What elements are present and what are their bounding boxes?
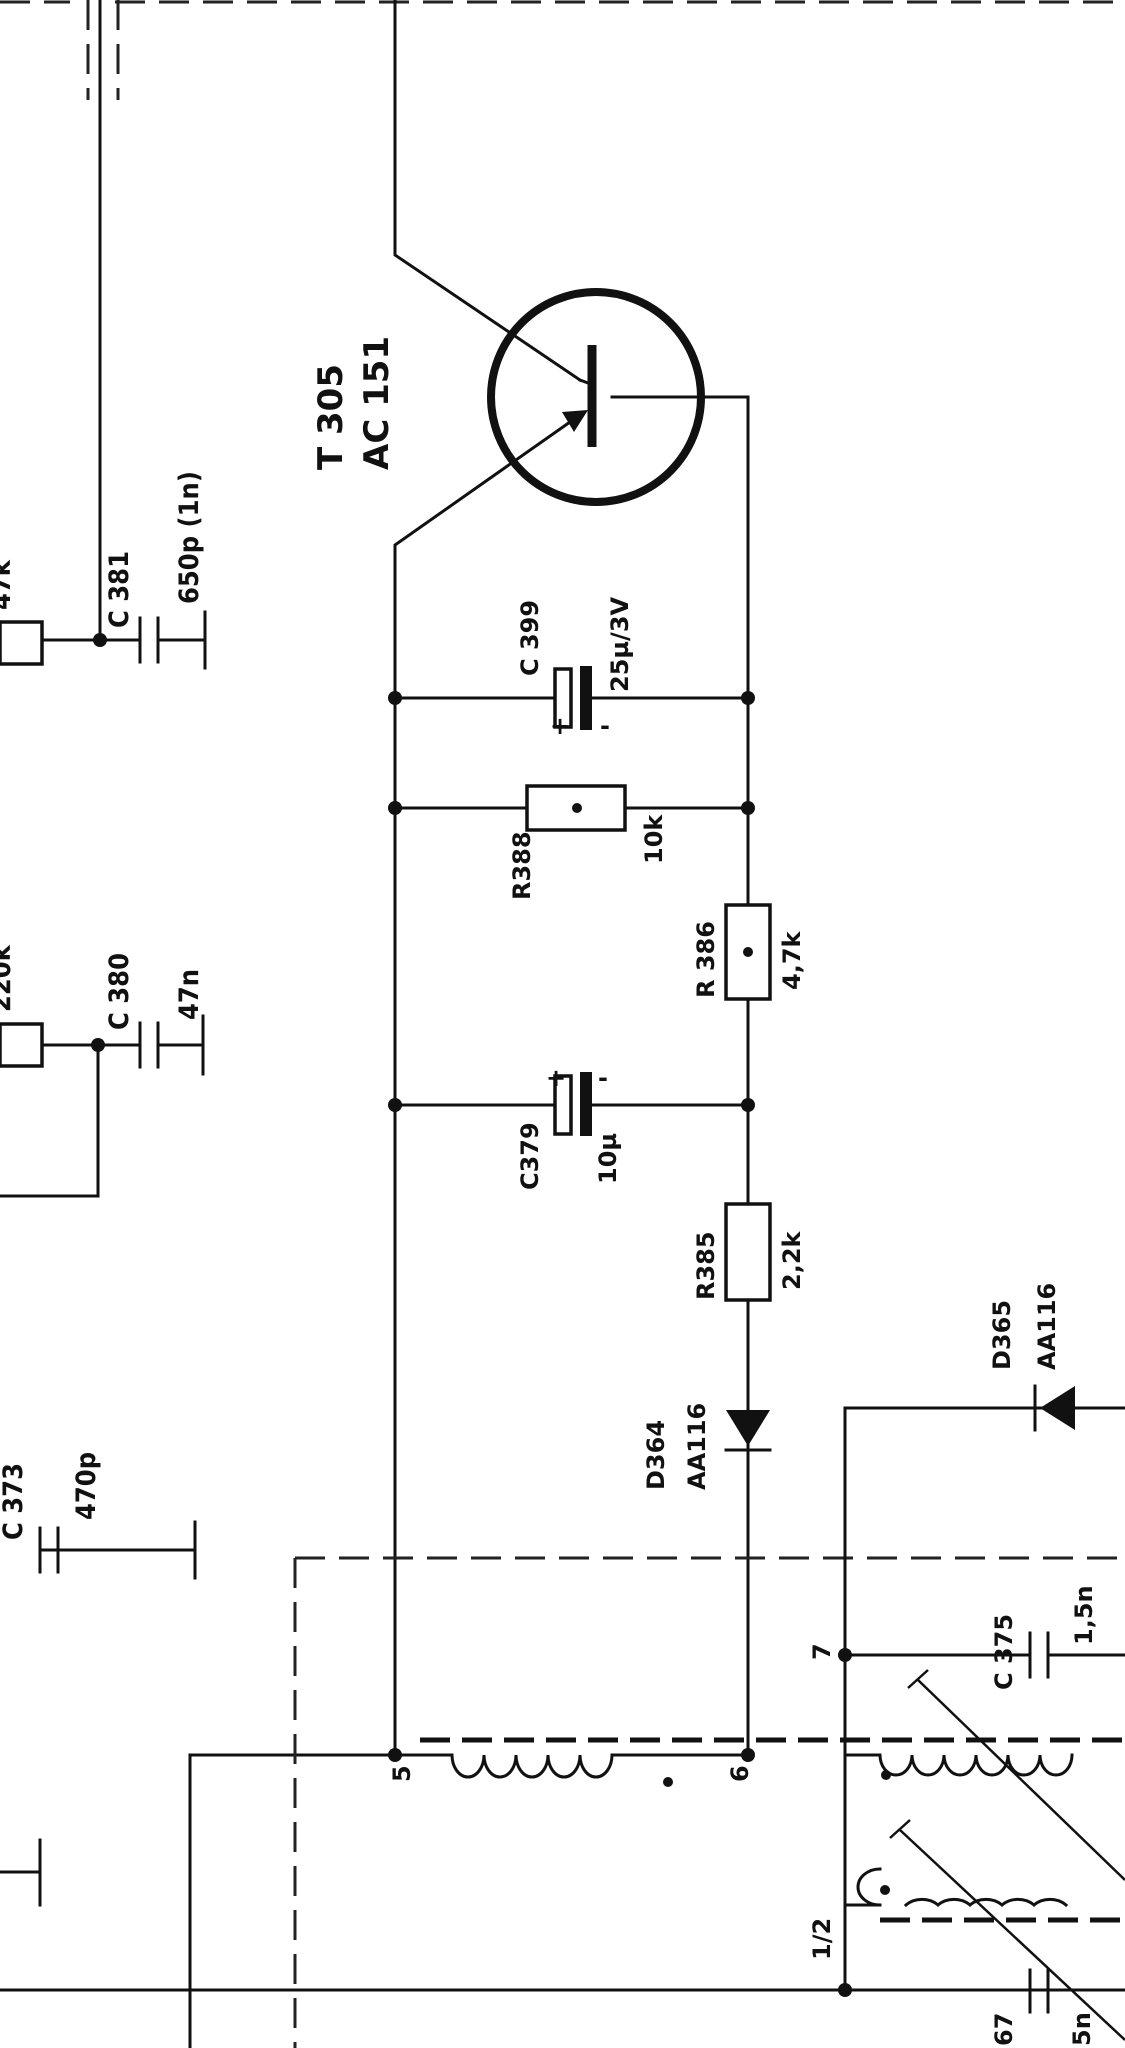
main-rails xyxy=(393,0,750,1757)
label-c373-ref: C 373 xyxy=(0,1463,29,1540)
label-r385-ref: R385 xyxy=(692,1231,720,1300)
capacitor-c373 xyxy=(38,1520,197,1580)
capacitor-c399 xyxy=(553,666,592,730)
label-c380-value: 47n xyxy=(174,969,205,1020)
resistor-47k-partial xyxy=(0,620,44,666)
label-r385-value: 2,2k xyxy=(778,1230,806,1290)
c399-plus-sign: + xyxy=(550,712,570,740)
c379-minus-sign: - xyxy=(598,1064,608,1092)
label-d365-ref: D365 xyxy=(988,1300,1016,1370)
tuning-slug-arrows xyxy=(889,1669,1125,2041)
transformer-winding-5-6 xyxy=(393,1753,750,1787)
label-t305-type: AC 151 xyxy=(357,336,397,470)
label-c379-ref: C379 xyxy=(516,1122,544,1190)
capacitor-c375 xyxy=(1028,1631,1050,1679)
label-pin-7: 7 xyxy=(808,1643,836,1660)
resistor-r385 xyxy=(724,1202,772,1302)
label-r-47k: 47k xyxy=(0,559,17,610)
label-c375-ref: C 375 xyxy=(990,1614,1018,1690)
resistor-r388 xyxy=(525,784,627,832)
shield-box-lower xyxy=(293,1556,1125,2048)
label-t305-ref: T 305 xyxy=(311,364,351,470)
label-c399-value: 25µ/3V xyxy=(606,596,634,692)
label-pin-6: 6 xyxy=(726,1765,754,1782)
junction-dot xyxy=(838,1648,852,1662)
junction-dot xyxy=(93,633,107,647)
label-c399-ref: C 399 xyxy=(516,600,544,676)
label-c367-ref: 67 xyxy=(990,2013,1018,2046)
transistor-t305 xyxy=(487,288,705,506)
capacitor-c381 xyxy=(138,610,207,670)
junction-dot xyxy=(838,1983,852,1997)
right-wires xyxy=(843,1406,1125,1992)
label-d364-ref: D364 xyxy=(642,1420,670,1490)
transformer-winding-right xyxy=(856,1753,1074,1908)
label-r388-value: 10k xyxy=(640,814,668,864)
resistor-220k-partial xyxy=(0,1022,44,1068)
junction-dot xyxy=(91,1038,105,1052)
label-d364-type: AA116 xyxy=(683,1403,711,1490)
diode-d365 xyxy=(1033,1384,1075,1432)
label-r386-ref: R 386 xyxy=(692,921,720,998)
label-c380-ref: C 380 xyxy=(104,953,135,1030)
shielded-cable xyxy=(86,0,120,100)
label-r-220k: 220k xyxy=(0,944,17,1012)
label-c381-value: 650p (1n) xyxy=(174,471,205,604)
resistor-r386 xyxy=(724,903,772,1001)
label-pin-1-2: 1/2 xyxy=(808,1918,836,1960)
label-c379-value: 10µ xyxy=(594,1133,622,1184)
label-c381-ref: C 381 xyxy=(104,551,135,628)
capacitor-c367 xyxy=(1028,1968,1050,2014)
rail-junctions xyxy=(388,691,755,1762)
c399-minus-sign: - xyxy=(600,712,610,740)
c379-plus-sign: + xyxy=(546,1064,566,1092)
label-c373-value: 470p xyxy=(71,1452,102,1520)
label-r386-value: 4,7k xyxy=(778,930,806,990)
label-c367-value: 5n xyxy=(1068,2012,1096,2046)
label-c375-value: 1,5n xyxy=(1070,1585,1098,1645)
capacitor-c379 xyxy=(553,1072,592,1136)
diode-d364 xyxy=(724,1410,772,1452)
capacitor-c380 xyxy=(138,1014,205,1076)
label-pin-5: 5 xyxy=(388,1765,416,1782)
label-r388-ref: R388 xyxy=(508,831,536,900)
label-d365-type: AA116 xyxy=(1033,1283,1061,1370)
